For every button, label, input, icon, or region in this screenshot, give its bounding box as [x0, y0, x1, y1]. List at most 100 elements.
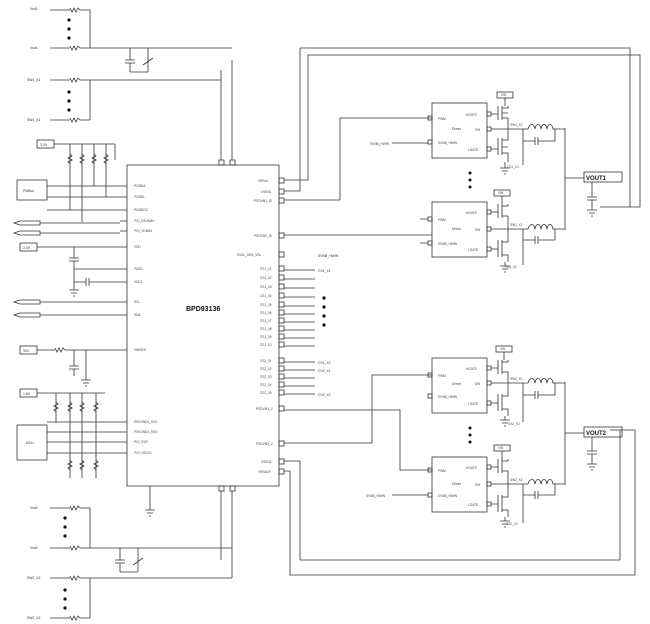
pwm-pin: PWM — [438, 374, 446, 378]
rail-label: SW1_X1 — [27, 118, 40, 122]
enable-net: SVNB_HWIN — [366, 494, 386, 498]
rail-label: SW2_X2 — [27, 616, 40, 620]
sw-pin: SW — [475, 128, 480, 132]
enable-pin: SVNB_HWIN — [438, 141, 458, 145]
vin-label: VIN — [23, 349, 29, 353]
right-pins: VRSAL VSEN1 PSDVM1_IS PSDVM2_IS SVSL_SEN… — [237, 179, 273, 474]
top-pins — [218, 60, 236, 166]
net-label: CS1_X2 — [318, 361, 331, 365]
vout2-label: VOUT2 — [586, 431, 607, 437]
pwm-pin: PWM — [438, 117, 446, 121]
right-pin-label: PSDVM1_2 — [256, 407, 273, 411]
net-label: CS2_X1 — [318, 369, 331, 373]
rail-label: SW1_X1 — [27, 78, 40, 82]
sw-net: SW1_X2 — [510, 223, 523, 227]
left-pin-label: VDD1 — [134, 280, 143, 284]
right-pin-label: CS2_03 — [260, 375, 272, 379]
pmbus-block — [12, 179, 120, 236]
left-bottom-labels: Vsd2 Vsd2 SW2_X2 SW2_X2 — [27, 506, 40, 620]
sw-pin: SW — [475, 382, 480, 386]
rail-label: Vsd2 — [30, 506, 38, 510]
sw-pin: SW — [475, 228, 480, 232]
right-pin-label: VRSALR — [258, 470, 271, 474]
net-label: CS1_X1 — [318, 269, 331, 273]
left-top-labels: Vsd1 Vsd1 SW1_X1 SW1_X1 — [27, 7, 40, 122]
left-bottom-rail — [50, 505, 232, 621]
left-pin-label: PSVGND2_SVD — [134, 430, 158, 434]
lgate-pin: LGATE — [468, 503, 478, 507]
ellipsis-dots-bottom — [63, 516, 67, 610]
bottom-pins — [145, 485, 236, 578]
driver-dots-1 — [468, 171, 472, 189]
driver-3: Driver PWM SVNB_HWIN HGATE SW LGATE VIN … — [427, 345, 565, 427]
vout2-node — [564, 382, 623, 485]
right-pin-label: CS2_04 — [260, 383, 272, 387]
hgate-pin: HGATE — [466, 113, 477, 117]
lgate-pin: LGATE — [468, 148, 478, 152]
right-pin-label: CS2_01 — [260, 359, 272, 363]
driver-title: Driver — [452, 127, 462, 131]
driver-2: Driver PWM SVNB_HWIN HGATE SW LGATE VIN … — [420, 189, 565, 273]
hgate-pin: HGATE — [466, 367, 477, 371]
right-pin-label: CS1_01 — [260, 267, 272, 271]
left-pin-label: PGI_VDMAY — [134, 229, 153, 233]
left-pin-label: PGNDL — [134, 195, 145, 199]
enable-net: SVNB_HWIN — [370, 142, 390, 146]
right-pin-label: CS2_02 — [260, 367, 272, 371]
left-pin-label: VDD — [134, 245, 141, 249]
rail-label: Vsd2 — [30, 546, 38, 550]
enable-pin: SVNB_HWIN — [438, 395, 458, 399]
ellipsis-dots-middle — [322, 296, 326, 327]
right-pin-label: VSEN1 — [261, 190, 272, 194]
left-pin-label: PGI_SVD — [134, 440, 149, 444]
mcu-block — [16, 388, 120, 478]
left-pins: PGNDA PGNDL PGNDOC PGI_DEVMAY PGI_VDMAY … — [134, 184, 158, 455]
rail-label: Vsd1 — [30, 46, 38, 50]
cs-net: CS2_X2 — [506, 522, 518, 526]
right-pin-label: CS1_07 — [260, 319, 272, 323]
sw-pin: SW — [475, 483, 480, 487]
driver-4: Driver PWM SVNB_HWIN HGATE SW LGATE VIN … — [366, 444, 565, 528]
driver-title: Driver — [452, 482, 462, 486]
right-pin-label: CS1_10 — [260, 343, 272, 347]
lgate-pin: LGATE — [468, 248, 478, 252]
rail-label: SW2_X2 — [27, 576, 40, 580]
right-pin-label: PSDVM1_IS — [254, 199, 272, 203]
pwm-pin: PWM — [438, 469, 446, 473]
vout1-node — [564, 128, 623, 230]
left-pin-label: SDA — [134, 313, 141, 317]
cs-net: CS2_X1 — [508, 422, 520, 426]
right-pin-label: SVSL_SEN_VSL — [237, 253, 262, 257]
left-pin-label: SCL — [134, 300, 140, 304]
right-pin-label: CS2_05 — [260, 391, 272, 395]
mcu-label: MCU — [26, 441, 34, 445]
driver-title: Driver — [452, 382, 462, 386]
left-pin-label: VINSEN — [134, 348, 147, 352]
ellipsis-dots-top — [67, 18, 71, 112]
right-pin-label: CS1_04 — [260, 294, 272, 298]
net-label: SVNB_HWIN — [318, 254, 339, 258]
controller-chip: BPD93136 — [126, 164, 280, 487]
right-pin-label: CS1_08 — [260, 327, 272, 331]
left-pin-label: PGNDOC — [134, 208, 149, 212]
pmbus-label: PMBus — [23, 189, 34, 193]
feedback-loops — [284, 47, 641, 576]
right-pin-stubs — [284, 269, 315, 395]
right-pin-label: PSDVM2_2 — [256, 442, 273, 446]
vdd-resistor-network — [36, 139, 116, 222]
pwm-pin: PWM — [438, 218, 446, 222]
rail-label: Vsd1 — [30, 7, 38, 11]
vin-tag: VIN — [501, 93, 507, 97]
vout1-label: VOUT1 — [586, 176, 607, 182]
vin-tag: VIN — [498, 191, 504, 195]
left-pin-stubs — [120, 185, 127, 454]
left-pin-label: PADD — [134, 267, 143, 271]
cs-net-labels: CS1_X1 CS1_X2 CS2_X1 CS2_X2 SVNB_HWIN — [318, 254, 339, 397]
right-pin-label: CS1_02 — [260, 276, 272, 280]
enable-pin: SVNB_HWIN — [438, 242, 458, 246]
right-pin-boxes — [278, 177, 285, 475]
right-pin-label: VRSAL — [258, 179, 269, 183]
sw-net: SW1_X1 — [510, 123, 523, 127]
right-pin-label: CS1_06 — [260, 311, 272, 315]
